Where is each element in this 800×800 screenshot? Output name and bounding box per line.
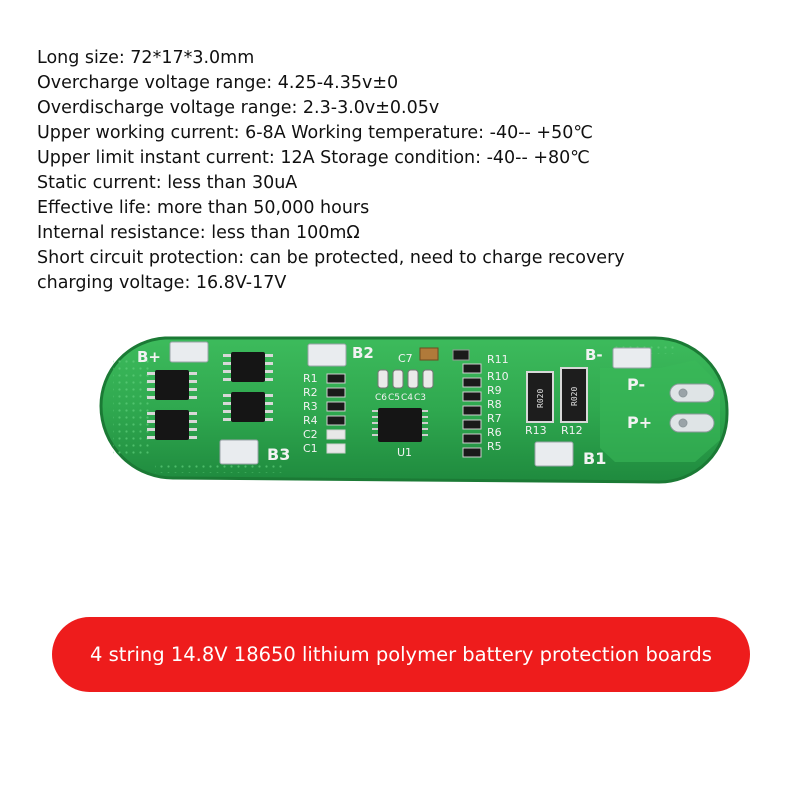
spec-line: Upper working current: 6-8A Working temp… [37, 123, 593, 143]
banner-text: 4 string 14.8V 18650 lithium polymer bat… [90, 643, 712, 666]
spec-line: Short circuit protection: can be protect… [37, 248, 625, 268]
resistor-marking: R020 [570, 387, 579, 406]
mosfet-chips [155, 352, 265, 440]
product-banner: 4 string 14.8V 18650 lithium polymer bat… [52, 617, 750, 692]
ref-c3: C3 [414, 393, 426, 403]
pad-label-b-minus: B- [585, 346, 603, 364]
ref-r12: R12 [561, 424, 583, 437]
via-field [155, 465, 285, 473]
output-tabs [669, 383, 715, 433]
ref-r9: R9 [487, 384, 502, 397]
spec-line: charging voltage: 16.8V-17V [37, 273, 287, 293]
ref-r5: R5 [487, 440, 502, 453]
controller-ic [378, 408, 422, 442]
pad-label-p-minus: P- [627, 375, 645, 394]
spec-line: Static current: less than 30uA [37, 173, 298, 193]
ref-c5: C5 [388, 393, 400, 403]
ref-r8: R8 [487, 398, 502, 411]
spec-list: Long size: 72*17*3.0mm Overcharge voltag… [37, 46, 625, 296]
ref-r13: R13 [525, 424, 547, 437]
pad-label-b-plus: B+ [137, 348, 161, 366]
spec-line: Upper limit instant current: 12A Storage… [37, 148, 590, 168]
spec-line: Overdischarge voltage range: 2.3-3.0v±0.… [37, 98, 440, 118]
ref-r7: R7 [487, 412, 502, 425]
ref-c1: C1 [303, 442, 318, 455]
ref-c2: C2 [303, 428, 318, 441]
spec-line: Long size: 72*17*3.0mm [37, 48, 255, 68]
pad-label-b2: B2 [352, 344, 374, 362]
ref-u1: U1 [397, 446, 412, 459]
tan-capacitor [419, 347, 439, 361]
spec-line: Effective life: more than 50,000 hours [37, 198, 370, 218]
resistor-marking: R020 [536, 389, 545, 408]
ref-c4: C4 [401, 393, 413, 403]
ref-c6: C6 [375, 393, 387, 403]
mosfet-pins [147, 354, 273, 439]
right-passives [462, 363, 482, 458]
ref-r10: R10 [487, 370, 509, 383]
via-field [113, 360, 153, 455]
spec-line: Internal resistance: less than 100mΩ [37, 223, 360, 243]
ref-r1: R1 [303, 372, 318, 385]
ref-r3: R3 [303, 400, 318, 413]
sense-resistors [526, 367, 588, 423]
pad-label-b3: B3 [267, 445, 290, 464]
ref-r11: R11 [487, 353, 509, 366]
pad-label-b1: B1 [583, 449, 606, 468]
cap-row [377, 369, 434, 389]
small-resistor [452, 349, 470, 361]
ref-r6: R6 [487, 426, 502, 439]
ref-c7: C7 [398, 352, 413, 365]
ref-r2: R2 [303, 386, 318, 399]
pad-label-p-plus: P+ [627, 413, 652, 432]
left-passives [326, 373, 346, 454]
solder-pads [169, 341, 652, 467]
copper-region [600, 360, 720, 462]
ref-r4: R4 [303, 414, 318, 427]
spec-line: Overcharge voltage range: 4.25-4.35v±0 [37, 73, 399, 93]
pcb-board-image: B+ B2 B- B3 B1 P- P+ R1 R2 R3 R4 C2 C1 R… [99, 336, 729, 484]
